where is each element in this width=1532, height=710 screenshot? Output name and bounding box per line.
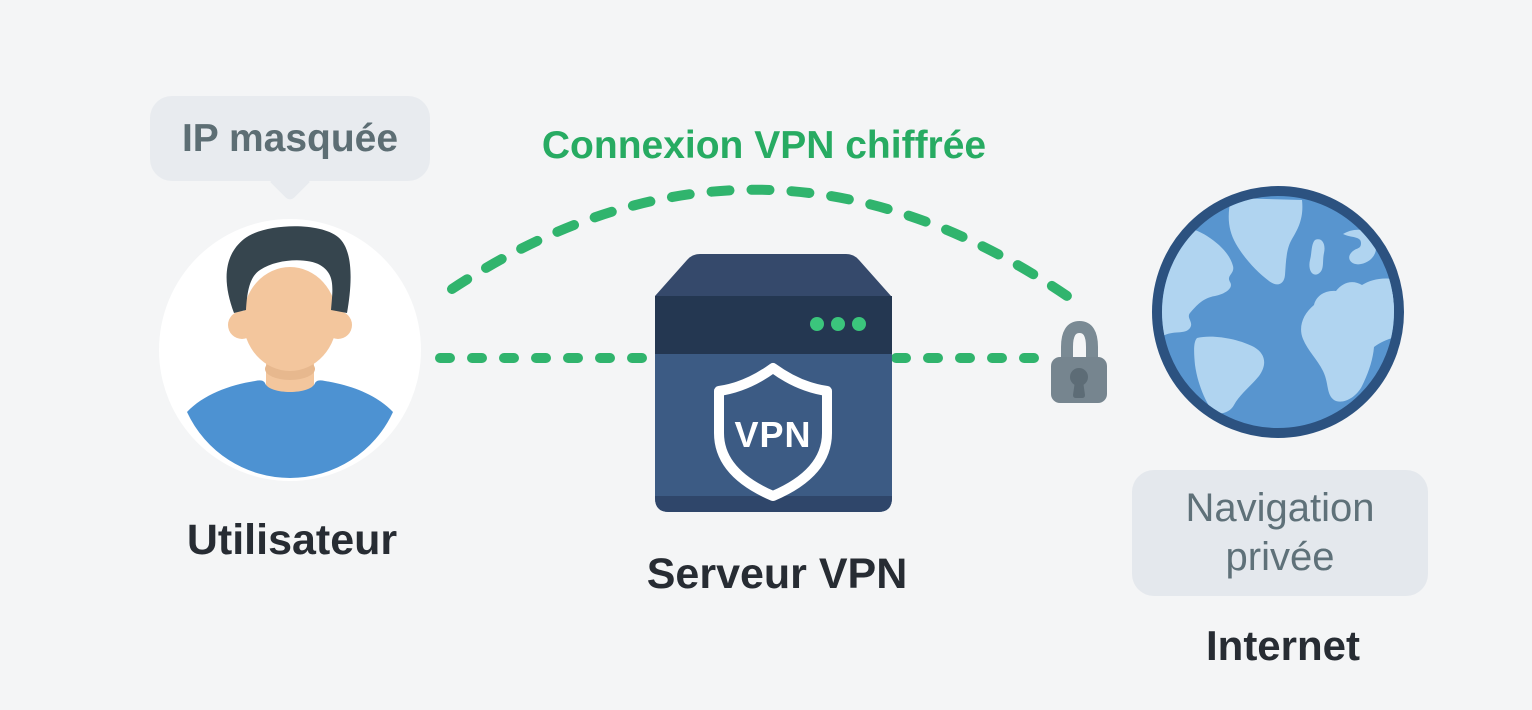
shield-text: VPN [734,414,811,455]
shield-icon [714,363,832,501]
connection-title: Connexion VPN chiffrée [541,124,987,167]
lock-shackle [1061,320,1098,361]
status-dot [810,317,824,331]
internet-label: Internet [1205,622,1361,669]
avatar-hair [226,226,351,313]
private-browsing-label: Navigation privée [1185,486,1375,579]
avatar-shirt [187,380,393,478]
status-dots [810,317,866,331]
vpn-server-icon: VPN [655,254,892,512]
server-roof [655,254,891,296]
lock-icon [1051,320,1107,403]
user-avatar-icon [159,219,421,481]
status-dot [852,317,866,331]
user-label: Utilisateur [186,516,398,564]
private-browsing-badge: Navigation privée [1132,470,1428,596]
server-base [655,496,892,512]
lock-keyhole-stem [1073,381,1085,398]
server-label: Serveur VPN [646,550,908,598]
status-dot [831,317,845,331]
ip-masked-bubble: IP masquée [150,96,430,181]
internet-globe-icon [1152,186,1404,438]
encrypted-tunnel-arc [447,184,1075,303]
avatar-face [243,267,337,371]
ip-masked-label: IP masquée [181,116,399,160]
lock-keyhole [1070,368,1088,386]
